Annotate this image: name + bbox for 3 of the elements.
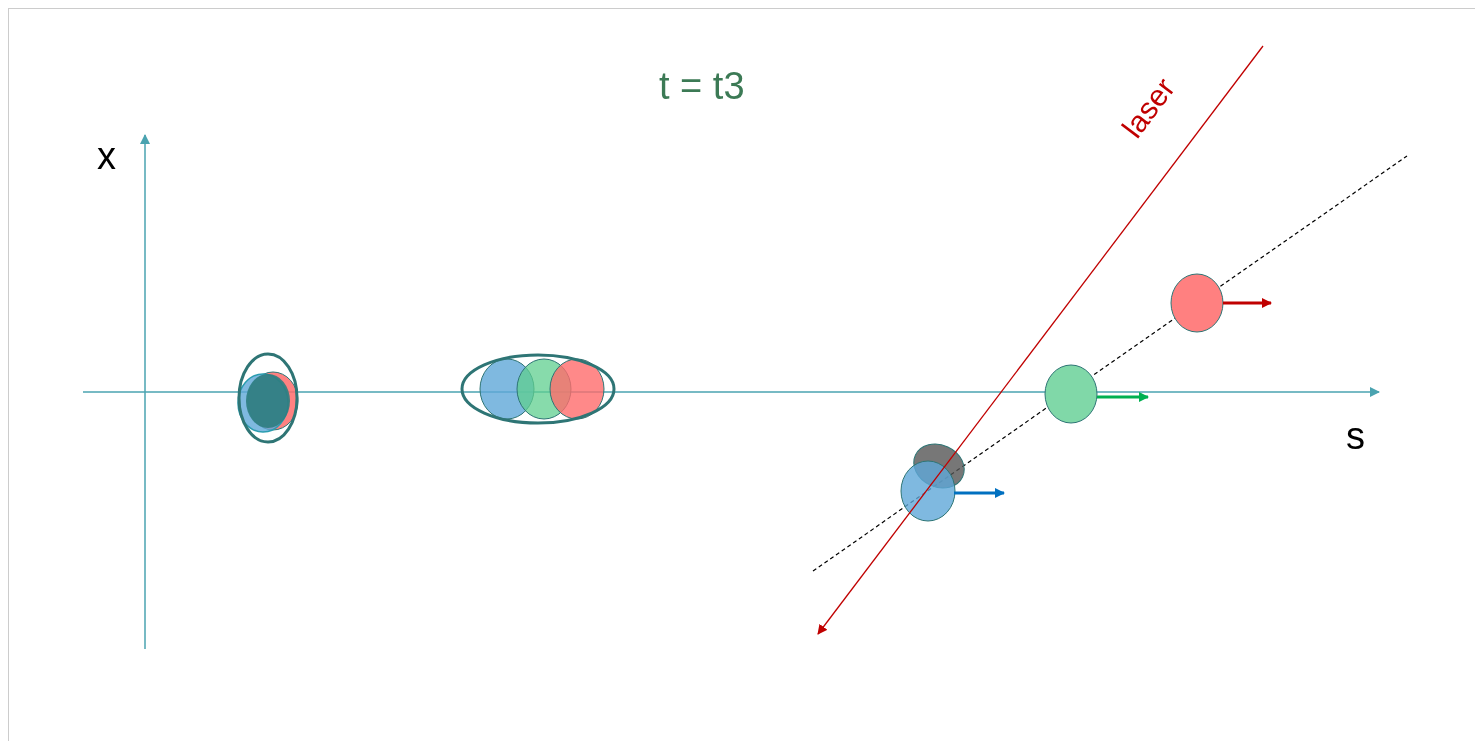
- title: t = t3: [659, 67, 745, 105]
- axis-label: x: [97, 137, 116, 175]
- axis-label: s: [1346, 417, 1365, 455]
